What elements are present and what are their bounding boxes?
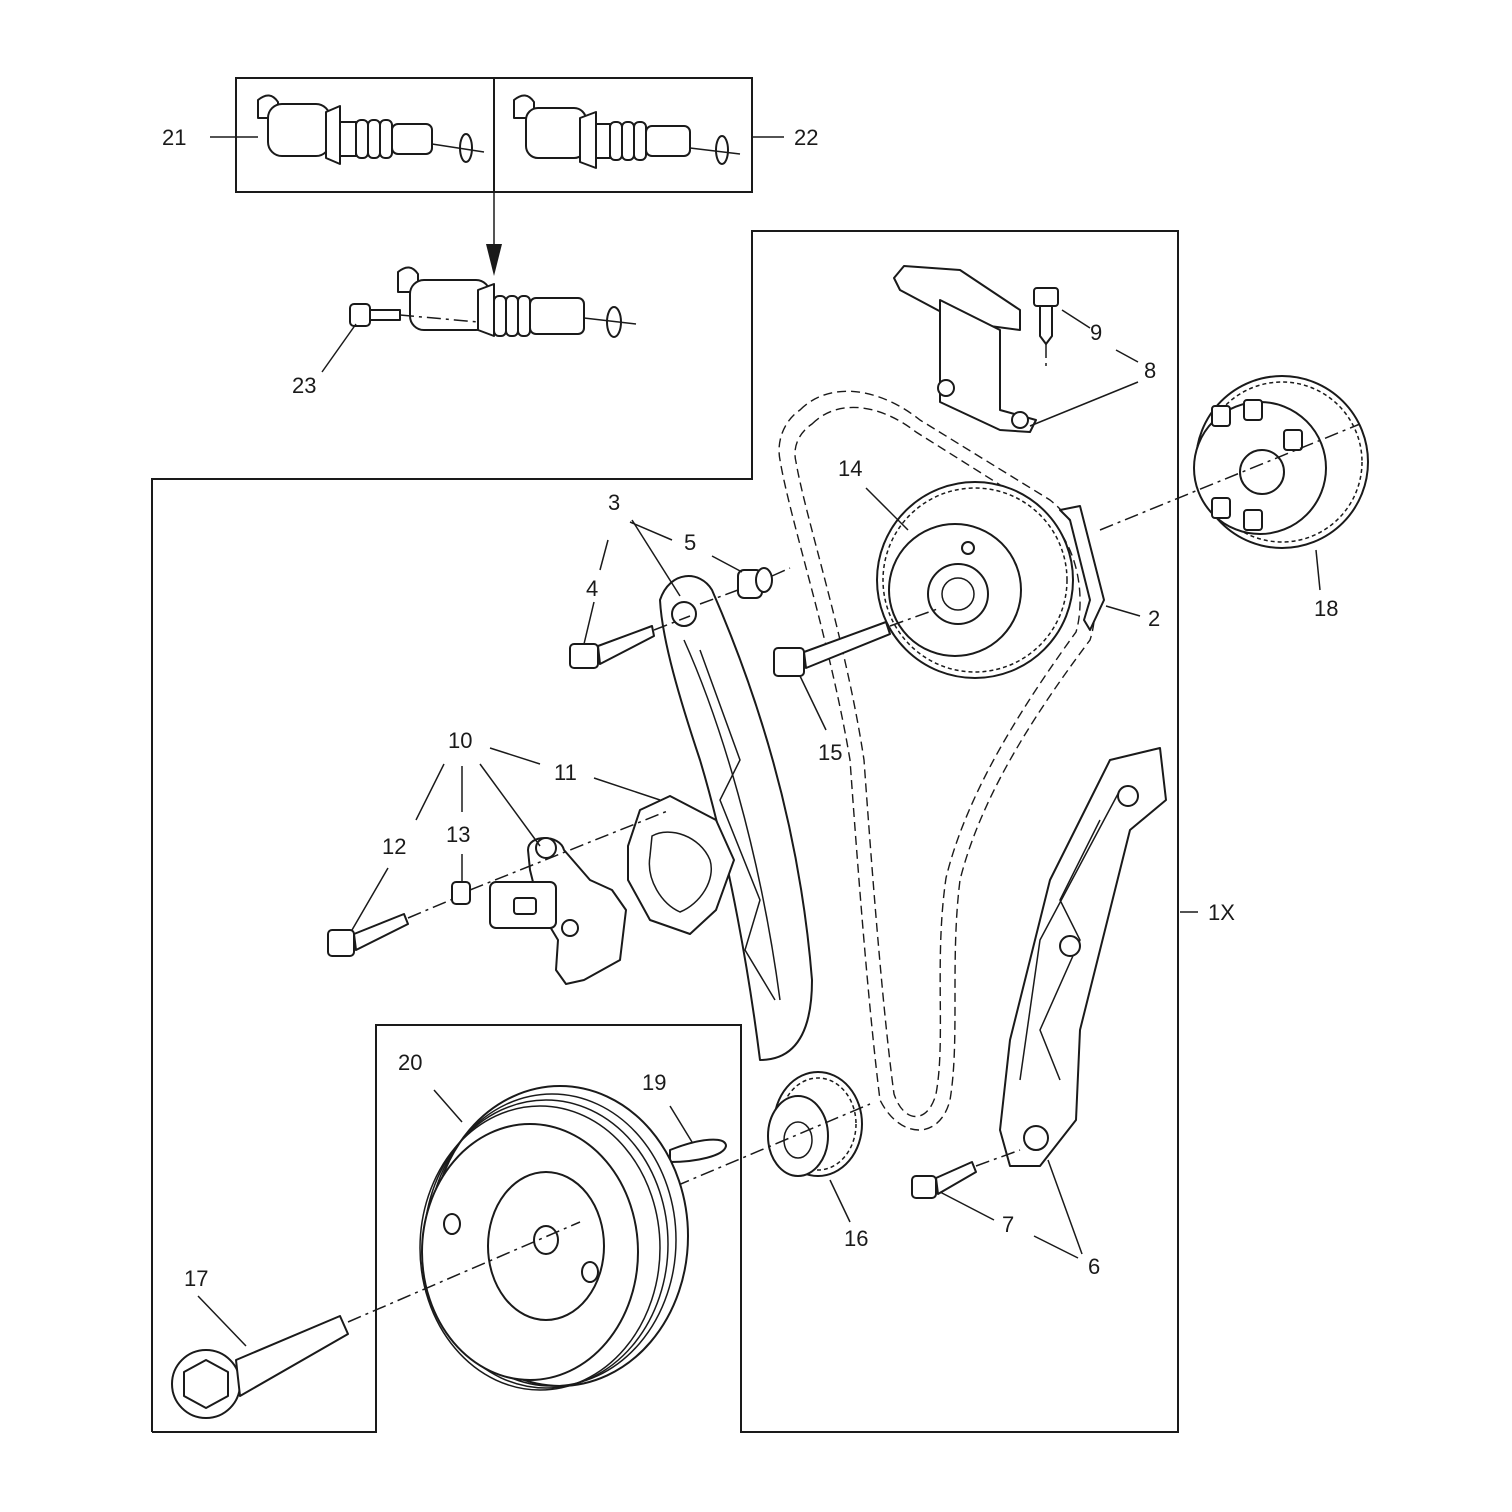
callout-9: 9	[1090, 320, 1102, 345]
bolt-7-drawing	[911, 1149, 1021, 1199]
main-assembly-frame	[151, 230, 1179, 1433]
callout-15: 15	[818, 740, 842, 765]
callout-4: 4	[586, 576, 598, 601]
solenoid-22-drawing	[513, 94, 741, 169]
callout-12: 12	[382, 834, 406, 859]
callout-22: 22	[794, 125, 818, 150]
woodruff-key-19-drawing	[669, 1138, 727, 1163]
callout-10: 10	[448, 728, 472, 753]
tensioner-rail-drawing	[999, 747, 1167, 1167]
washer-13-drawing	[451, 809, 671, 905]
camshaft-adjuster-18-drawing	[1193, 375, 1369, 549]
solenoid-installed-drawing	[349, 266, 637, 338]
variant-arrow-head	[486, 244, 502, 276]
gasket-11-drawing	[627, 795, 735, 935]
crank-sprocket-16-drawing	[767, 1071, 863, 1177]
crank-axis	[675, 1103, 871, 1187]
callout-5: 5	[684, 530, 696, 555]
callout-14: 14	[838, 456, 862, 481]
callout-3: 3	[608, 490, 620, 515]
callout-labels: 21 22 23 9 8 14 18 2 3 5 4 15 10 11 12 1…	[162, 125, 1338, 1291]
bolt-9-drawing	[1033, 287, 1059, 370]
callout-6: 6	[1088, 1254, 1100, 1279]
callout-16: 16	[844, 1226, 868, 1251]
bolt-15-drawing	[773, 607, 941, 677]
center-bolt-17-drawing	[171, 1221, 581, 1419]
bolt-12-drawing	[327, 895, 461, 957]
callout-17: 17	[184, 1266, 208, 1291]
callout-18: 18	[1314, 596, 1338, 621]
chain-tensioner-drawing	[489, 837, 627, 985]
callout-2: 2	[1148, 606, 1160, 631]
callout-7: 7	[1002, 1212, 1014, 1237]
callout-1X: 1X	[1208, 900, 1235, 925]
camshaft-axis	[1099, 423, 1361, 531]
sleeve-5-drawing	[699, 567, 791, 605]
crank-pulley-20-drawing	[419, 1085, 689, 1391]
callout-11: 11	[554, 760, 577, 785]
callout-19: 19	[642, 1070, 666, 1095]
camshaft-adjuster-14-drawing	[876, 481, 1074, 679]
callout-20: 20	[398, 1050, 422, 1075]
solenoid-21-drawing	[257, 94, 485, 165]
callout-23: 23	[292, 373, 316, 398]
callout-13: 13	[446, 822, 470, 847]
callout-21: 21	[162, 125, 186, 150]
upper-chain-guide-drawing	[893, 265, 1037, 433]
callout-8: 8	[1144, 358, 1156, 383]
chain-section-2-drawing	[1059, 505, 1105, 631]
chain-slide-rail-drawing	[659, 575, 813, 1061]
leader-lines	[197, 136, 1321, 1347]
